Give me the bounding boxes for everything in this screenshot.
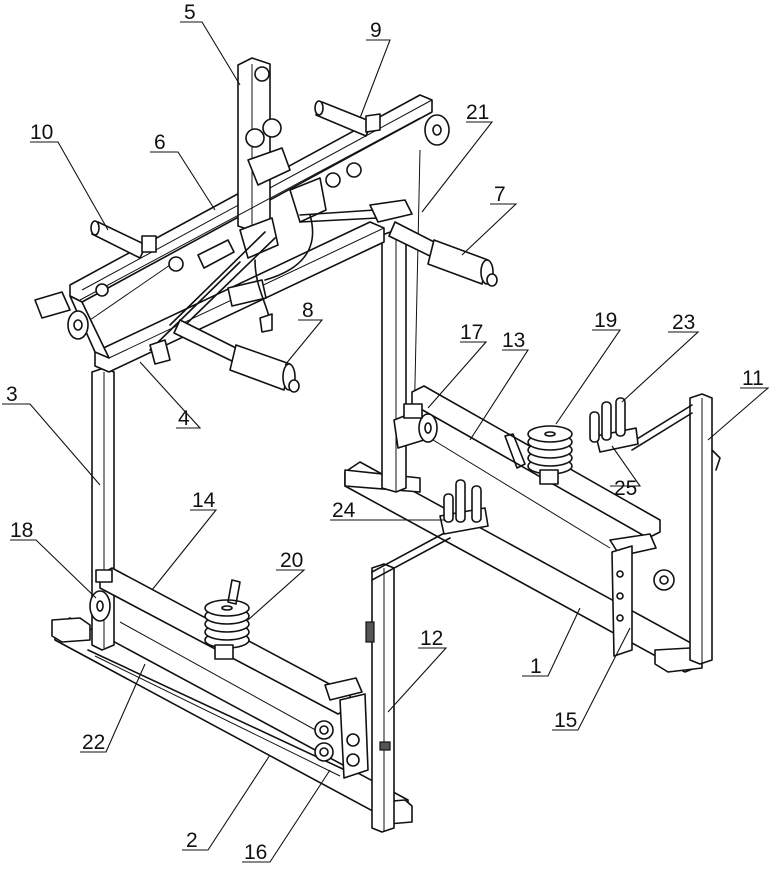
callout-15: 15 bbox=[554, 709, 577, 732]
callout-10: 10 bbox=[30, 121, 53, 144]
callout-17: 17 bbox=[460, 321, 483, 344]
callout-13: 13 bbox=[502, 329, 525, 352]
callout-19: 19 bbox=[594, 309, 617, 332]
callout-7: 7 bbox=[494, 183, 506, 206]
callout-25: 25 bbox=[614, 477, 637, 500]
callout-21: 21 bbox=[466, 101, 489, 124]
callout-22: 22 bbox=[82, 731, 105, 754]
uprights bbox=[91, 149, 721, 833]
top-pulleys bbox=[67, 114, 450, 340]
callout-leaders bbox=[2, 21, 770, 863]
callout-4: 4 bbox=[178, 407, 190, 430]
carriages bbox=[314, 533, 675, 779]
end-pulleys bbox=[89, 403, 438, 622]
callout-9: 9 bbox=[370, 19, 382, 42]
roller-arms bbox=[149, 221, 498, 393]
top-handles bbox=[34, 100, 381, 319]
callout-labels: 5 9 10 6 21 7 8 4 3 17 13 19 23 11 25 24… bbox=[6, 1, 764, 864]
central-mechanism bbox=[149, 147, 413, 351]
callout-6: 6 bbox=[154, 131, 166, 154]
callout-24: 24 bbox=[332, 499, 356, 522]
callout-23: 23 bbox=[672, 311, 695, 334]
weight-stacks bbox=[204, 425, 573, 660]
callout-16: 16 bbox=[244, 841, 267, 864]
callout-1: 1 bbox=[530, 655, 542, 678]
callout-14: 14 bbox=[192, 489, 216, 512]
callout-18: 18 bbox=[10, 519, 33, 542]
callout-11: 11 bbox=[742, 367, 764, 390]
callout-20: 20 bbox=[280, 549, 303, 572]
callout-5: 5 bbox=[184, 1, 196, 24]
callout-3: 3 bbox=[6, 383, 18, 406]
foot-holders bbox=[371, 397, 693, 581]
callout-8: 8 bbox=[302, 299, 314, 322]
callout-12: 12 bbox=[420, 627, 443, 650]
callout-2: 2 bbox=[186, 829, 198, 852]
